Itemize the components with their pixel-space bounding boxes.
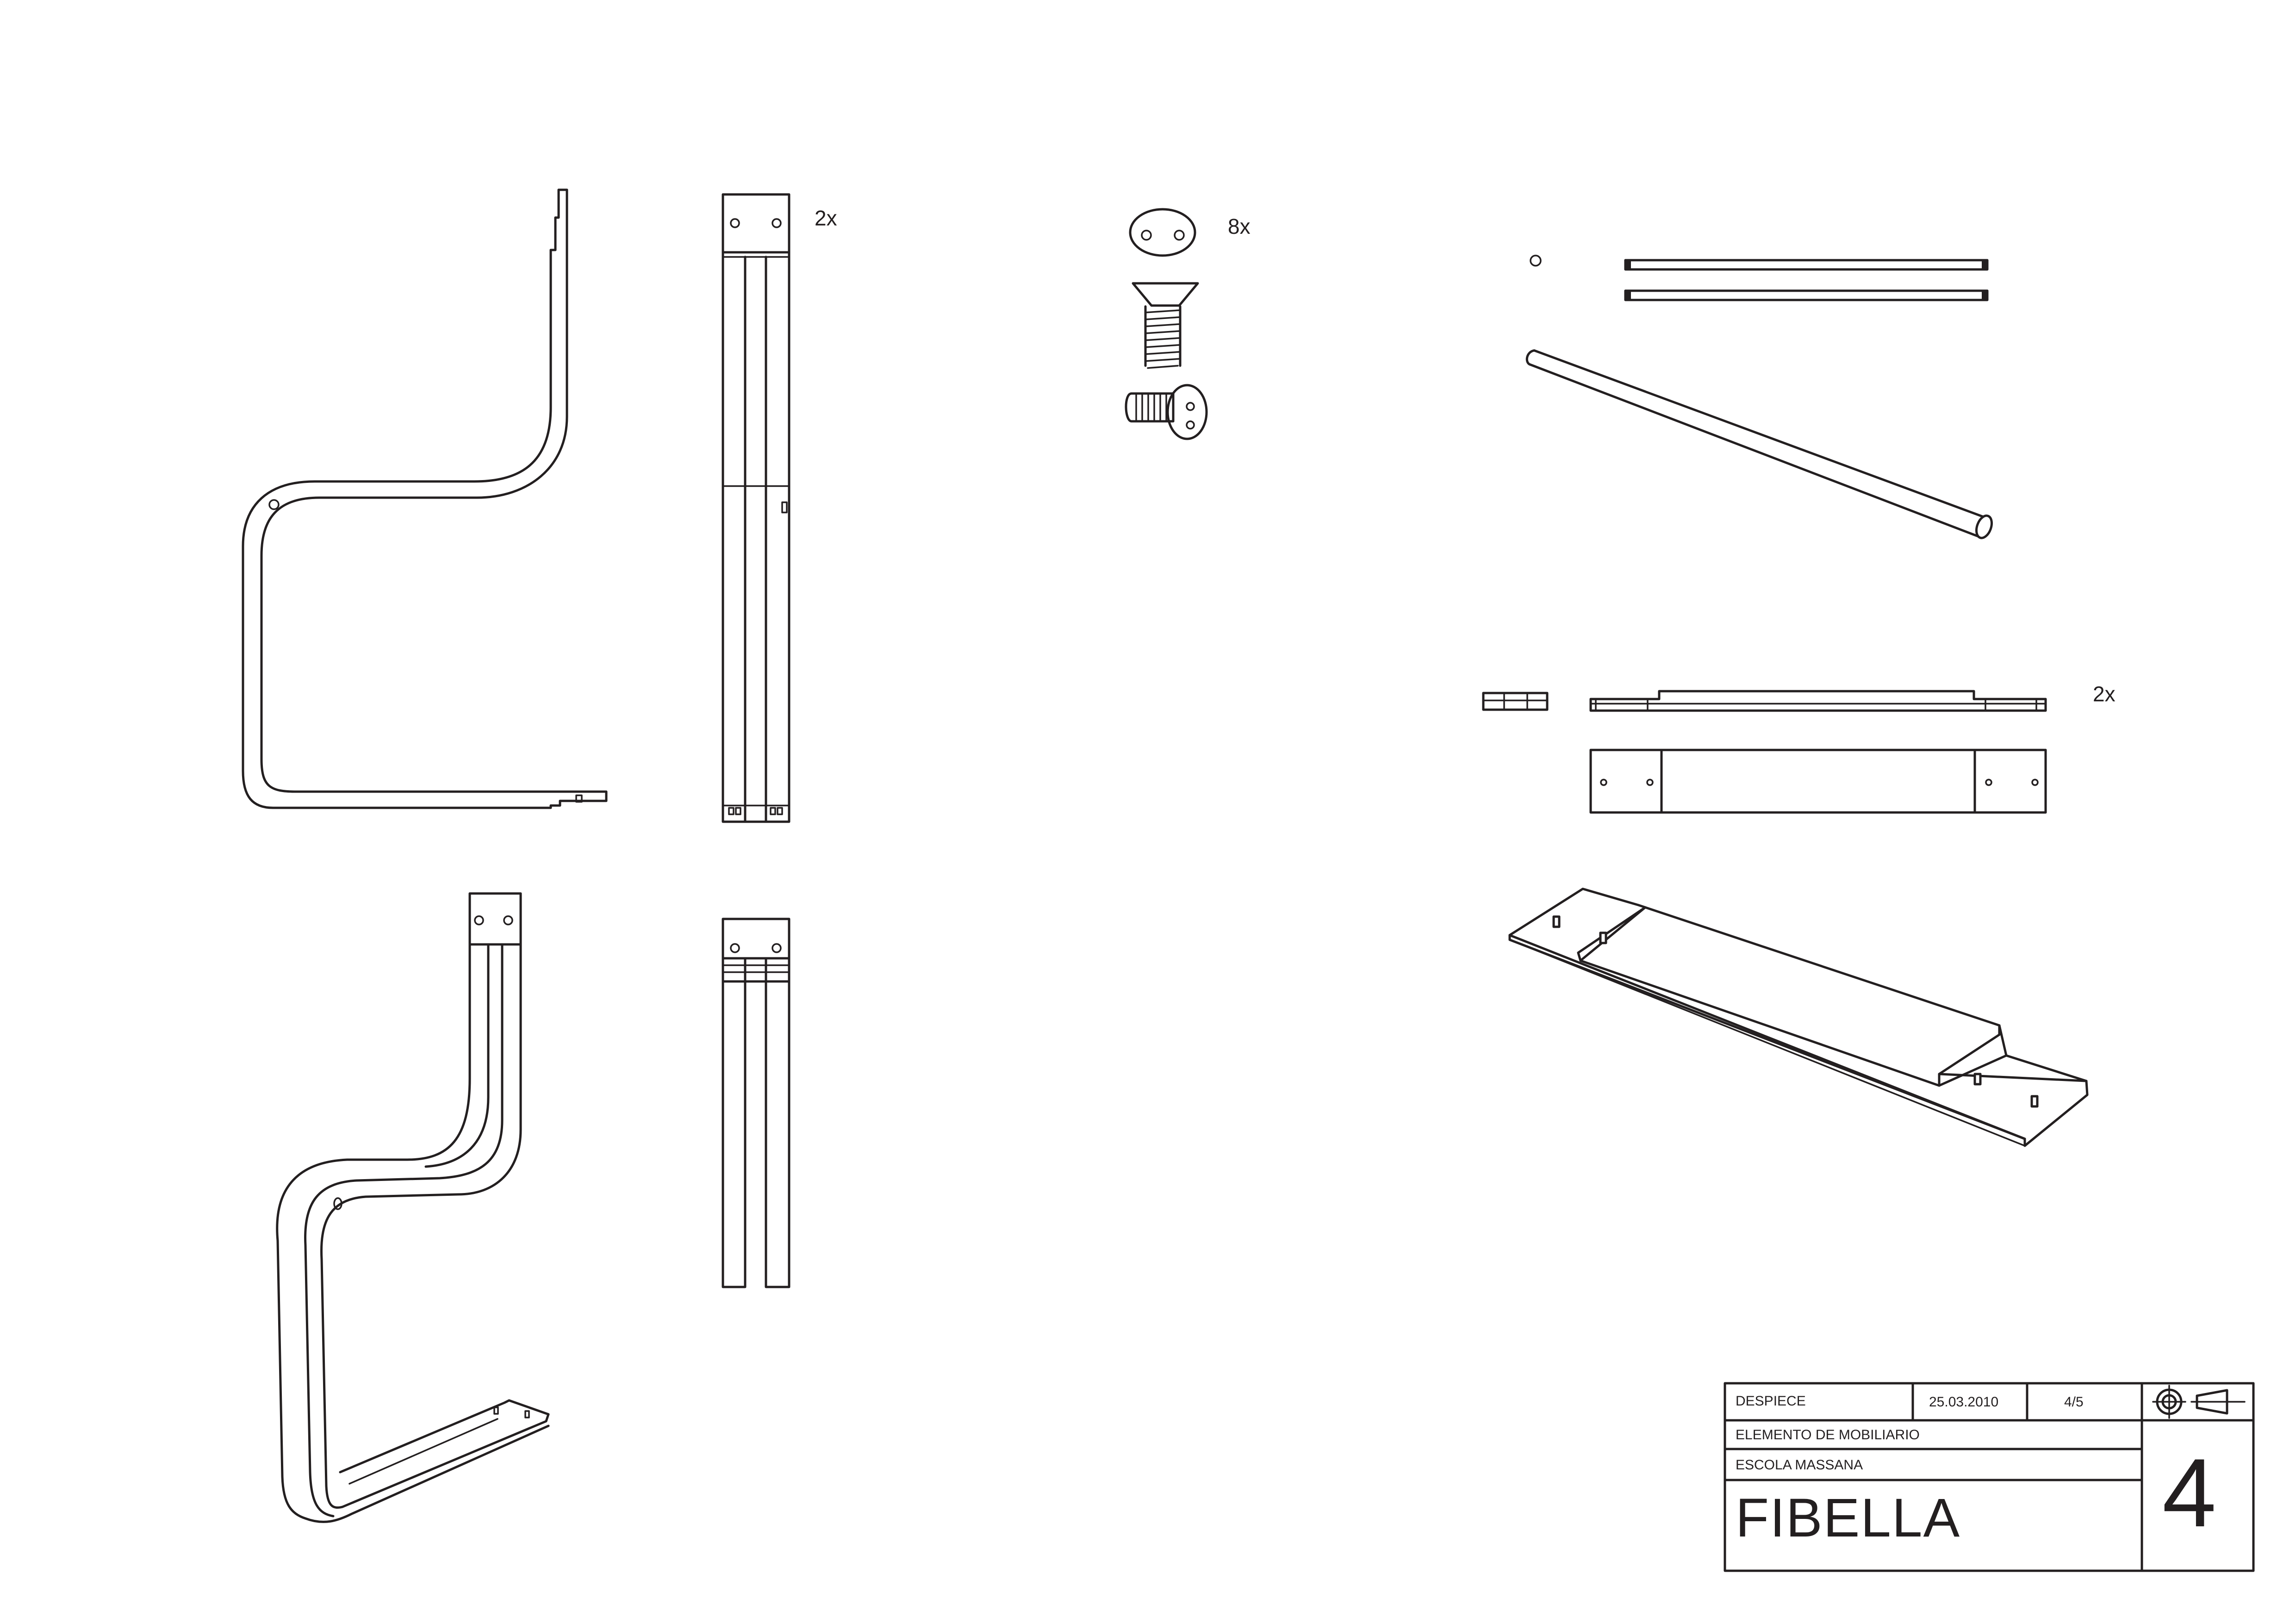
thin-rod-1 bbox=[1624, 259, 1989, 271]
seat-board-isometric-view bbox=[1508, 887, 2089, 1147]
school-label: ESCOLA MASSANA bbox=[1736, 1457, 1863, 1473]
screw-cap-icon bbox=[1129, 208, 1196, 257]
long-dowel-rod bbox=[1525, 349, 1993, 539]
frame-front-view-lower bbox=[722, 918, 790, 1288]
seat-board-end-view bbox=[1482, 692, 1549, 711]
frame-isometric-view bbox=[276, 892, 550, 1523]
countersunk-screw-icon bbox=[1132, 282, 1199, 369]
drawing-date: 25.03.2010 bbox=[1929, 1394, 1999, 1410]
thin-rod-2 bbox=[1624, 289, 1989, 301]
first-angle-projection-icon bbox=[2152, 1385, 2246, 1419]
seat-board-quantity-label: 2x bbox=[2093, 682, 2116, 706]
frame-side-view bbox=[242, 188, 608, 809]
screws-quantity-label: 8x bbox=[1228, 214, 1251, 238]
fasteners-group bbox=[1125, 208, 1208, 440]
subject-label: ELEMENTO DE MOBILIARIO bbox=[1736, 1427, 1920, 1443]
sheet-number: 4 bbox=[2162, 1438, 2216, 1547]
frame-quantity-label: 2x bbox=[815, 206, 837, 230]
frame-front-view bbox=[722, 193, 790, 823]
seat-board-top-view bbox=[1589, 749, 2047, 814]
title-block-frame bbox=[1724, 1382, 2255, 1572]
drawing-type-label: DESPIECE bbox=[1736, 1393, 1806, 1409]
screw-side-icon bbox=[1125, 384, 1208, 440]
rods-group bbox=[1525, 255, 1993, 539]
project-title: FIBELLA bbox=[1736, 1487, 1961, 1549]
rod-end-view bbox=[1530, 255, 1542, 267]
seat-board-side-view bbox=[1589, 690, 2047, 712]
page-number: 4/5 bbox=[2064, 1394, 2084, 1410]
